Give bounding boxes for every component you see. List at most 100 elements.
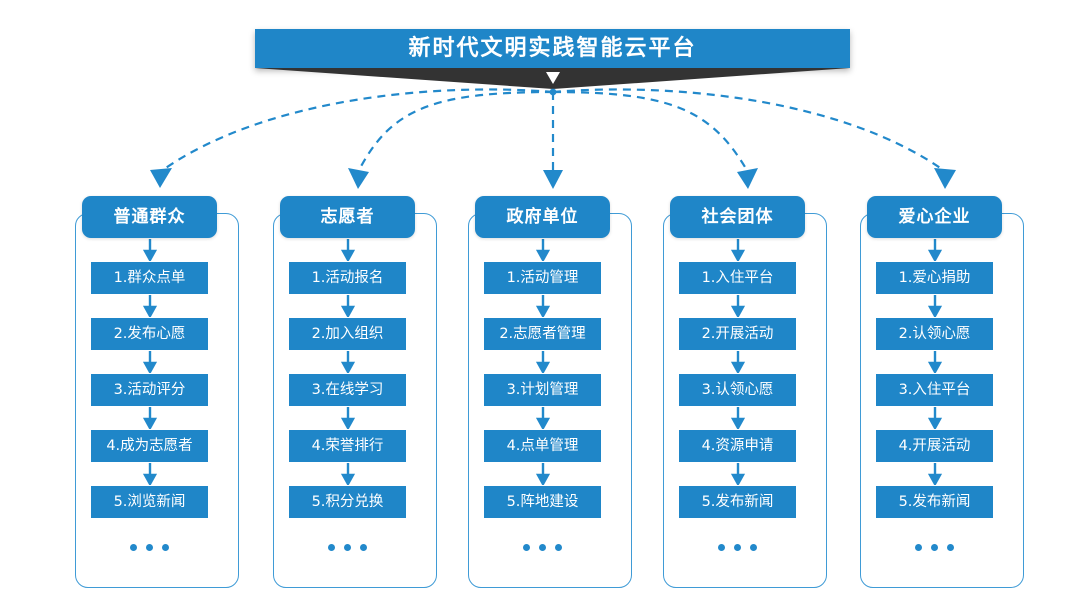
list-item[interactable]: 2.加入组织 [289, 318, 406, 350]
list-item[interactable]: 3.认领心愿 [679, 374, 796, 406]
item-arrow-icon [670, 294, 805, 318]
dot-icon [523, 543, 530, 551]
item-arrow-icon [280, 350, 415, 374]
item-label: 2.认领心愿 [898, 325, 971, 342]
list-item[interactable]: 3.在线学习 [289, 374, 406, 406]
connector-origin-node [549, 88, 557, 96]
item-arrow-icon [280, 294, 415, 318]
list-item[interactable]: 4.荣誉排行 [289, 430, 406, 462]
column-item-list-3: 1.活动管理 2.志愿者管理 3.计划管理 4.点单管理 [475, 238, 610, 562]
item-label: 4.开展活动 [898, 437, 971, 454]
item-arrow-icon [867, 462, 1002, 486]
ribbon-triangle [255, 68, 850, 89]
list-item[interactable]: 1.入住平台 [679, 262, 796, 294]
item-label: 5.发布新闻 [701, 493, 774, 510]
more-items-ellipsis [280, 532, 415, 562]
dot-icon [130, 543, 137, 551]
dot-icon [750, 543, 757, 551]
list-item[interactable]: 3.入住平台 [876, 374, 993, 406]
item-label: 1.活动报名 [311, 269, 384, 286]
list-item[interactable]: 1.群众点单 [91, 262, 208, 294]
more-items-ellipsis [670, 532, 805, 562]
dot-icon [734, 543, 741, 551]
list-item[interactable]: 3.活动评分 [91, 374, 208, 406]
banner-ribbon-tail [255, 68, 850, 89]
arrowhead-2-icon [348, 168, 369, 189]
item-arrow-icon [867, 350, 1002, 374]
list-item[interactable]: 1.活动管理 [484, 262, 601, 294]
list-item[interactable]: 5.发布新闻 [679, 486, 796, 518]
column-header-4[interactable]: 社会团体 [670, 196, 805, 238]
item-arrow-icon [475, 350, 610, 374]
list-item[interactable]: 1.爱心捐助 [876, 262, 993, 294]
dot-icon [539, 543, 546, 551]
list-item[interactable]: 2.认领心愿 [876, 318, 993, 350]
page-title: 新时代文明实践智能云平台 [408, 35, 697, 61]
column-header-label: 爱心企业 [898, 206, 971, 227]
item-arrow-icon [280, 238, 415, 262]
more-items-ellipsis [475, 532, 610, 562]
list-item[interactable]: 5.发布新闻 [876, 486, 993, 518]
list-item[interactable]: 2.志愿者管理 [484, 318, 601, 350]
column-header-2[interactable]: 志愿者 [280, 196, 415, 238]
list-item[interactable]: 4.资源申请 [679, 430, 796, 462]
arrowhead-4-icon [737, 168, 758, 189]
connector-arrow-2 [357, 90, 554, 173]
role-columns: 普通群众 1.群众点单 2.发布心愿 3.活动评 [0, 196, 1080, 596]
item-label: 3.计划管理 [506, 381, 579, 398]
column-header-label: 社会团体 [701, 206, 774, 227]
item-label: 4.成为志愿者 [106, 437, 193, 454]
item-arrow-icon [280, 406, 415, 430]
dot-icon [915, 543, 922, 551]
dot-icon [344, 543, 351, 551]
dot-icon [162, 543, 169, 551]
arrowhead-1-icon [150, 168, 172, 188]
connector-arrow-5 [552, 88, 947, 173]
list-item[interactable]: 5.积分兑换 [289, 486, 406, 518]
dot-icon [555, 543, 562, 551]
item-label: 5.发布新闻 [898, 493, 971, 510]
list-item[interactable]: 2.发布心愿 [91, 318, 208, 350]
item-arrow-icon [670, 350, 805, 374]
item-arrow-icon [670, 238, 805, 262]
role-column-政府单位: 政府单位 1.活动管理 2.志愿者管理 3.计划 [457, 196, 657, 596]
list-item[interactable]: 4.成为志愿者 [91, 430, 208, 462]
item-arrow-icon [82, 294, 217, 318]
item-arrow-icon [475, 406, 610, 430]
item-arrow-icon [280, 462, 415, 486]
column-header-1[interactable]: 普通群众 [82, 196, 217, 238]
column-header-3[interactable]: 政府单位 [475, 196, 610, 238]
dot-icon [360, 543, 367, 551]
list-item[interactable]: 2.开展活动 [679, 318, 796, 350]
item-label: 2.开展活动 [701, 325, 774, 342]
role-column-普通群众: 普通群众 1.群众点单 2.发布心愿 3.活动评 [64, 196, 264, 596]
item-label: 2.发布心愿 [113, 325, 186, 342]
list-item[interactable]: 4.点单管理 [484, 430, 601, 462]
role-column-志愿者: 志愿者 1.活动报名 2.加入组织 3.在线学习 [262, 196, 462, 596]
item-label: 1.爱心捐助 [898, 269, 971, 286]
column-header-5[interactable]: 爱心企业 [867, 196, 1002, 238]
item-label: 4.资源申请 [701, 437, 774, 454]
item-label: 5.阵地建设 [506, 493, 579, 510]
item-label: 2.志愿者管理 [499, 325, 586, 342]
dot-icon [931, 543, 938, 551]
dot-icon [718, 543, 725, 551]
list-item[interactable]: 5.浏览新闻 [91, 486, 208, 518]
item-label: 4.荣誉排行 [311, 437, 384, 454]
column-header-label: 普通群众 [113, 206, 186, 227]
connector-arrow-1 [159, 88, 554, 173]
dot-icon [328, 543, 335, 551]
platform-title-banner: 新时代文明实践智能云平台 [255, 29, 850, 68]
list-item[interactable]: 4.开展活动 [876, 430, 993, 462]
item-arrow-icon [82, 406, 217, 430]
list-item[interactable]: 5.阵地建设 [484, 486, 601, 518]
item-arrow-icon [867, 406, 1002, 430]
list-item[interactable]: 3.计划管理 [484, 374, 601, 406]
list-item[interactable]: 1.活动报名 [289, 262, 406, 294]
chevron-down-icon [546, 72, 560, 84]
item-arrow-icon [82, 462, 217, 486]
dot-icon [146, 543, 153, 551]
item-arrow-icon [475, 294, 610, 318]
item-label: 5.积分兑换 [311, 493, 384, 510]
